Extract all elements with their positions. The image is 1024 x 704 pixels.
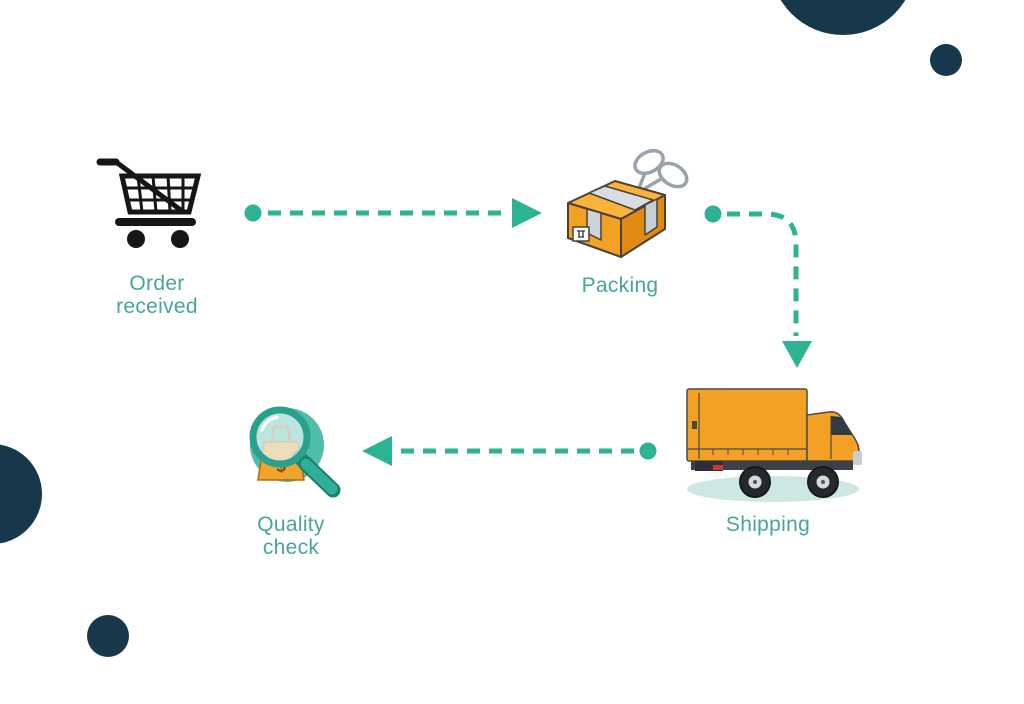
- decor-circle-top-right-large: [780, 0, 906, 35]
- decor-circle-top-right-small: [930, 44, 962, 76]
- fragile-label: [572, 226, 590, 242]
- connector-start-dot: [244, 204, 262, 222]
- truck-bumper: [853, 451, 862, 465]
- magnifier-glass: [249, 406, 341, 498]
- connector-start-dot: [639, 442, 657, 460]
- truck-taillight: [713, 465, 723, 470]
- connector-order-to-packing: [244, 198, 542, 228]
- arrowhead-left-icon: [362, 436, 392, 466]
- cart-body: [96, 158, 202, 248]
- connector-packing-to-shipping: [704, 205, 812, 368]
- connector-start-dot: [704, 205, 722, 223]
- truck-window: [831, 416, 852, 435]
- step-label-shipping: Shipping: [725, 513, 811, 536]
- quality-magnifier-icon: $: [249, 406, 341, 498]
- cart-wheel-right: [171, 230, 189, 248]
- truck-body: [686, 388, 862, 471]
- arrowhead-down-icon: [782, 341, 812, 368]
- cardboard-box: [567, 180, 666, 258]
- packing-box-scissors-icon: [567, 148, 689, 258]
- arrowhead-right-icon: [512, 198, 542, 228]
- connector-shipping-to-quality: [362, 436, 657, 466]
- shopping-cart-icon: [96, 158, 202, 248]
- truck-chassis: [691, 461, 853, 470]
- truck-wheels: [739, 466, 839, 498]
- delivery-truck-icon: [686, 388, 862, 502]
- decor-circle-bottom-left-large: [0, 444, 42, 544]
- truck-cab: [806, 411, 860, 462]
- cart-wheel-left: [127, 230, 145, 248]
- step-label-packing: Packing: [581, 274, 659, 297]
- step-label-order-received: Order received: [116, 272, 198, 318]
- decor-circle-bottom-left-small: [87, 615, 129, 657]
- step-label-quality-check: Quality check: [257, 513, 325, 559]
- connector-dashed-line: [727, 211, 799, 336]
